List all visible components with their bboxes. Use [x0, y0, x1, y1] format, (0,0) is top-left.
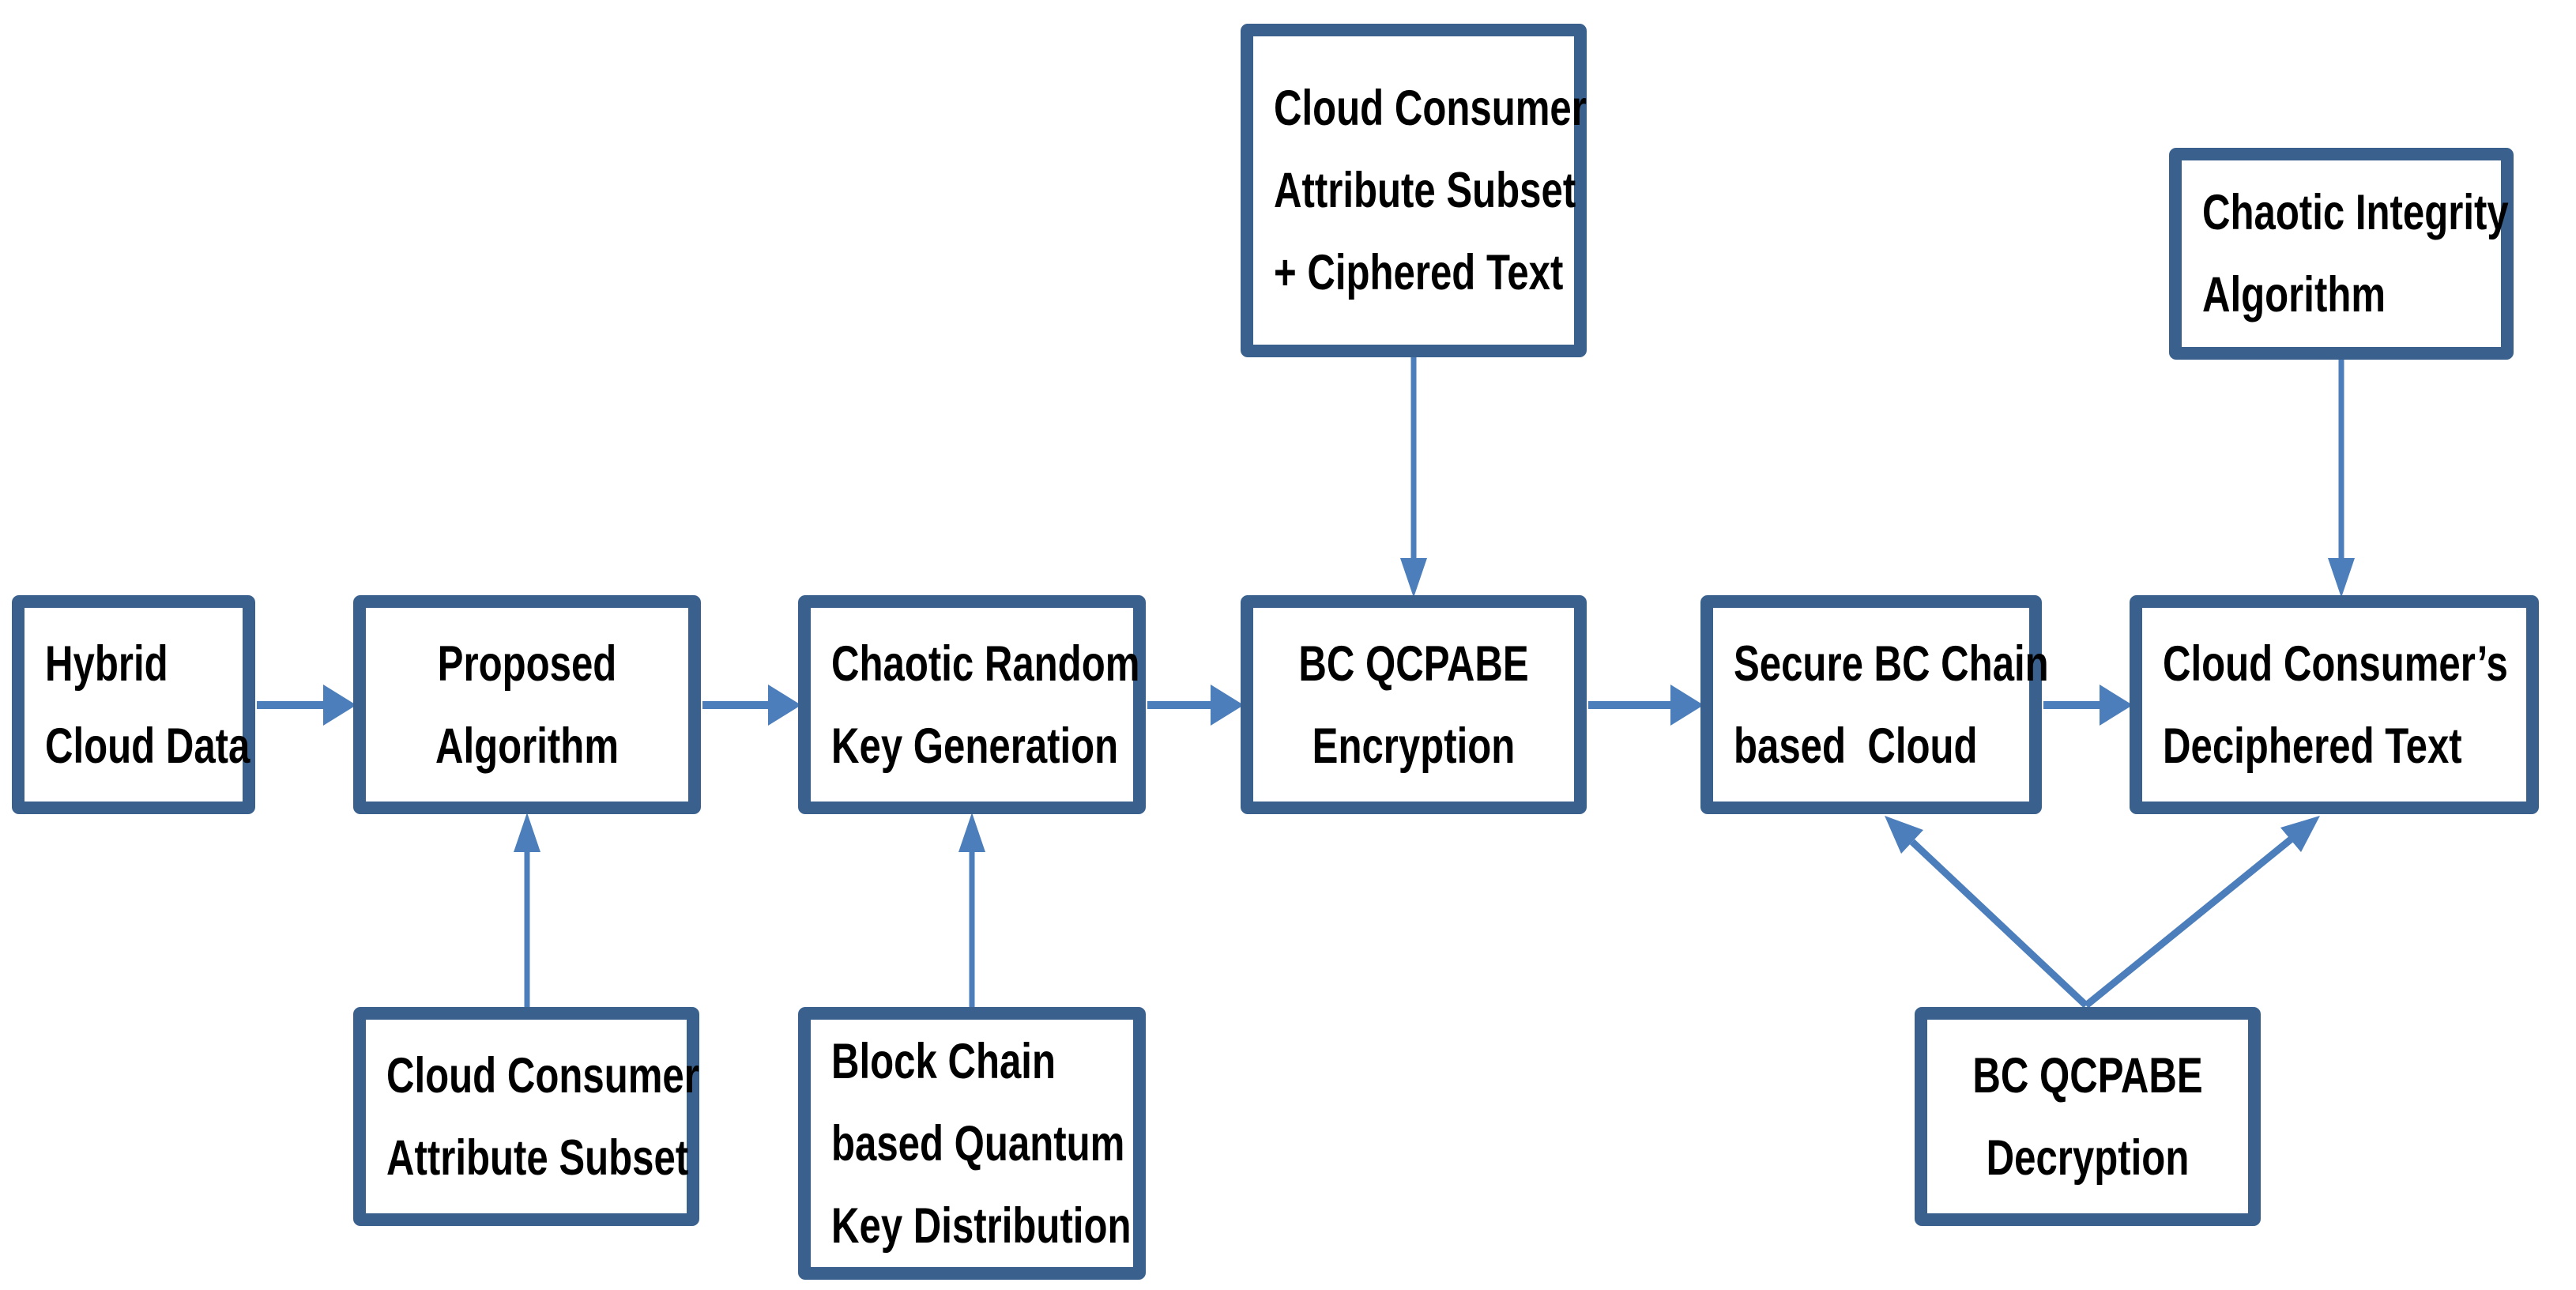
box-cloud-consumer-attribute-subset: Cloud Consumer Attribute Subset	[353, 1007, 699, 1226]
box-label-line: Encryption	[1312, 718, 1516, 774]
box-label-line: Hybrid	[45, 636, 168, 692]
box-label-line: based Quantum	[831, 1115, 1125, 1171]
box-bc-qcpabe-encryption: BC QCPABE Encryption	[1241, 595, 1587, 814]
box-label-line: BC QCPABE	[1298, 636, 1529, 692]
box-hybrid-cloud-data: Hybrid Cloud Data	[12, 595, 255, 814]
arrow-integrity-to-deciphered	[2328, 360, 2355, 598]
box-label-line: Key Generation	[831, 718, 1119, 774]
box-label-line: Cloud Consumer	[1274, 81, 1587, 136]
arrow-decryption-to-securecloud	[1885, 816, 2089, 1009]
box-label-line: Secure BC Chain	[1734, 636, 2049, 692]
box-label-line: Attribute Subset	[1274, 163, 1576, 218]
box-label-line: BC QCPABE	[1972, 1047, 2203, 1103]
box-label-line: Chaotic Random	[831, 636, 1140, 692]
box-chaotic-random-key-generation: Chaotic Random Key Generation	[798, 595, 1146, 814]
arrow-attrciphered-to-encryption	[1400, 357, 1427, 598]
box-label-line: Key Distribution	[831, 1198, 1132, 1254]
arrow-qkd-to-keygen	[958, 813, 985, 1007]
arrow-proposed-to-keygen	[702, 685, 801, 726]
box-attribute-subset-ciphered-text: Cloud Consumer Attribute Subset + Cipher…	[1241, 24, 1587, 357]
box-chaotic-integrity-algorithm: Chaotic Integrity Algorithm	[2169, 148, 2514, 360]
arrow-encryption-to-securecloud	[1588, 685, 1704, 726]
box-label-line: Algorithm	[2202, 267, 2386, 322]
box-label-line: Chaotic Integrity	[2202, 185, 2509, 240]
box-label-line: Decryption	[1986, 1130, 2190, 1186]
arrow-securecloud-to-deciphered	[2043, 685, 2133, 726]
box-blockchain-quantum-key-distribution: Block Chain based Quantum Key Distributi…	[798, 1007, 1146, 1280]
arrow-keygen-to-encryption	[1147, 685, 1244, 726]
box-bc-qcpabe-decryption: BC QCPABE Decryption	[1915, 1007, 2261, 1226]
box-label-line: Cloud Data	[45, 718, 250, 774]
box-label-line: Deciphered Text	[2163, 718, 2462, 774]
arrow-hybrid-to-proposed	[257, 685, 356, 726]
arrow-attrsubset-to-proposed	[514, 813, 540, 1007]
box-label-line: Attribute Subset	[386, 1130, 689, 1186]
box-secure-bc-chain-based-cloud: Secure BC Chain based Cloud	[1700, 595, 2049, 814]
box-label-line: based Cloud	[1734, 718, 1978, 774]
box-label-line: Cloud Consumer’s	[2163, 636, 2508, 692]
arrow-decryption-to-deciphered	[2084, 816, 2320, 1009]
box-label-line: + Ciphered Text	[1274, 245, 1564, 300]
box-proposed-algorithm: Proposed Algorithm	[353, 595, 701, 814]
box-label-line: Proposed	[437, 636, 617, 692]
box-cloud-consumers-deciphered-text: Cloud Consumer’s Deciphered Text	[2130, 595, 2539, 814]
box-label-line: Algorithm	[435, 718, 620, 774]
box-label-line: Cloud Consumer	[386, 1047, 699, 1103]
box-label-line: Block Chain	[831, 1033, 1056, 1089]
